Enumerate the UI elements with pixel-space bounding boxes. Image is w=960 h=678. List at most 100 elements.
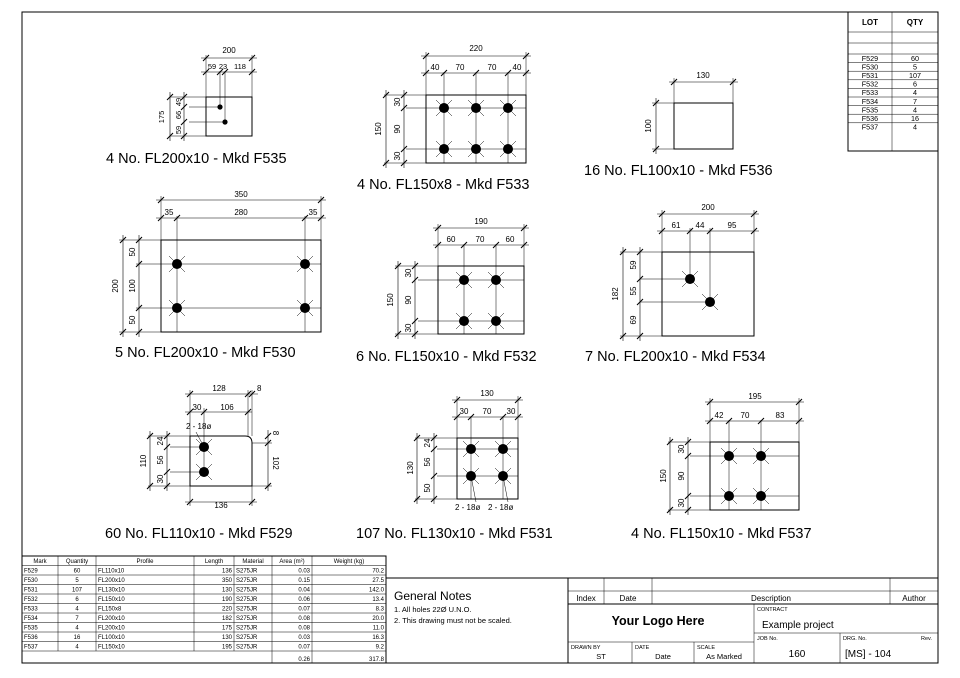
f529-dim-top-small: 8 bbox=[257, 384, 262, 393]
schedule-cell: 0.08 bbox=[298, 616, 310, 622]
qty-header: QTY bbox=[907, 18, 924, 27]
f535-dim-v3: 59 bbox=[174, 126, 183, 134]
f533-dim-h3: 70 bbox=[488, 63, 497, 72]
schedule-cell: 9.2 bbox=[376, 645, 385, 651]
plate-f531: 130 30 70 30 130 24 56 50 2 - 18ø 2 - 18… bbox=[356, 389, 553, 542]
schedule-cell: S275JR bbox=[236, 645, 258, 651]
schedule-cell: 0.06 bbox=[298, 597, 310, 603]
f533-dim-h4: 40 bbox=[513, 63, 522, 72]
f532-dim-v1: 30 bbox=[404, 268, 413, 277]
plate-f530: 350 35 280 35 200 50 100 50 5 No. FL200x… bbox=[111, 190, 326, 361]
schedule-cell: S275JR bbox=[236, 616, 258, 622]
schedule-cell: 0.03 bbox=[298, 569, 310, 575]
plate-f535: 200 59 23 118 175 49 66 59 4 No. FL200x1… bbox=[106, 46, 287, 167]
f529-dim-bottom: 136 bbox=[214, 501, 228, 510]
f537-dim-overall: 195 bbox=[748, 392, 762, 401]
schedule-cell: 0.15 bbox=[298, 578, 310, 584]
lot-cell: F530 bbox=[862, 62, 878, 71]
schedule-cell: 107 bbox=[72, 588, 83, 594]
f530-dim-v3: 50 bbox=[128, 315, 137, 324]
schedule-cell: S275JR bbox=[236, 607, 258, 613]
schedule-cell: 6 bbox=[75, 597, 79, 603]
tb-contract-label: CONTRACT bbox=[757, 607, 788, 613]
f534-title: 7 No. FL200x10 - Mkd F534 bbox=[585, 349, 766, 365]
qty-cell: 4 bbox=[913, 88, 917, 97]
lot-cell: F531 bbox=[862, 71, 878, 80]
tb-job-label: JOB No. bbox=[757, 636, 778, 642]
f532-dim-h1: 60 bbox=[447, 235, 456, 244]
schedule-cell: F533 bbox=[24, 607, 38, 613]
schedule-cell: S275JR bbox=[236, 578, 258, 584]
f529-dim-height: 110 bbox=[139, 454, 148, 467]
tb-drg-label: DRG. No. bbox=[843, 636, 867, 642]
tb-date: Date bbox=[620, 594, 637, 603]
f537-dim-h1: 42 bbox=[715, 411, 724, 420]
f532-dim-v2: 90 bbox=[404, 295, 413, 304]
f529-title: 60 No. FL110x10 - Mkd F529 bbox=[105, 526, 293, 542]
f531-dim-h3: 30 bbox=[507, 407, 516, 416]
schedule-cell: FL200x10 bbox=[98, 616, 125, 622]
plate-f536: 130 100 16 No. FL100x10 - Mkd F536 bbox=[584, 71, 773, 179]
schedule-cell: 7 bbox=[75, 616, 79, 622]
schedule-cell: S275JR bbox=[236, 635, 258, 641]
schedule-cell: F536 bbox=[24, 635, 38, 641]
schedule-cell: 0.07 bbox=[298, 607, 310, 613]
schedule-cell: 4 bbox=[75, 607, 79, 613]
f531-dim-height: 130 bbox=[406, 461, 415, 475]
f537-dim-v3: 30 bbox=[677, 498, 686, 507]
tb-date-value: Date bbox=[655, 652, 671, 661]
f533-dim-v3: 30 bbox=[393, 151, 402, 160]
tb-date-label: DATE bbox=[635, 645, 650, 651]
schedule-cell: 8.3 bbox=[376, 607, 385, 613]
f534-dim-v1: 59 bbox=[629, 260, 638, 269]
company-logo: Your Logo Here bbox=[612, 614, 705, 628]
f534-dim-v2: 55 bbox=[629, 286, 638, 295]
tb-rev-label: Rev. bbox=[921, 636, 932, 642]
schedule-cell: FL200x10 bbox=[98, 578, 125, 584]
qty-cell: 5 bbox=[913, 62, 917, 71]
schedule-cell: F537 bbox=[24, 645, 38, 651]
tb-drawn-value: ST bbox=[596, 652, 606, 661]
schedule-cell: FL200x10 bbox=[98, 626, 125, 632]
f536-dim-height: 100 bbox=[644, 119, 653, 133]
f531-dim-overall: 130 bbox=[480, 389, 494, 398]
notes-title: General Notes bbox=[394, 589, 471, 603]
tb-drawn-label: DRAWN BY bbox=[571, 645, 601, 651]
tb-drg-value: [MS] - 104 bbox=[845, 649, 892, 660]
f535-dim-h3: 118 bbox=[234, 62, 246, 71]
f530-dim-v1: 50 bbox=[128, 247, 137, 256]
schedule-cell: S275JR bbox=[236, 588, 258, 594]
schedule-header: Material bbox=[242, 559, 263, 565]
f529-dim-h1: 30 bbox=[193, 403, 202, 412]
schedule-cell: FL110x10 bbox=[98, 569, 125, 575]
tb-author: Author bbox=[902, 594, 926, 603]
tb-scale-value: As Marked bbox=[706, 652, 742, 661]
f531-dim-v2: 56 bbox=[423, 457, 432, 466]
lot-cell: F536 bbox=[862, 114, 878, 123]
f531-dim-h2: 70 bbox=[483, 407, 492, 416]
lot-cell: F537 bbox=[862, 123, 878, 132]
f537-dim-v1: 30 bbox=[677, 444, 686, 453]
f529-dim-right: 102 bbox=[271, 456, 280, 470]
f536-dim-overall: 130 bbox=[696, 71, 710, 80]
f535-dim-v1: 49 bbox=[174, 98, 183, 106]
tb-job-value: 160 bbox=[789, 649, 806, 660]
plate-f534: 200 61 44 95 182 59 55 69 7 No. FL200x10… bbox=[585, 203, 766, 365]
f532-dim-h3: 60 bbox=[506, 235, 515, 244]
lot-header: LOT bbox=[862, 18, 878, 27]
schedule-cell: 16 bbox=[74, 635, 81, 641]
f529-dim-v2: 56 bbox=[156, 455, 165, 464]
schedule-header: Quantity bbox=[66, 559, 88, 565]
f533-dim-v2: 90 bbox=[393, 124, 402, 133]
f529-hole-note: 2 - 18ø bbox=[186, 422, 211, 431]
plate-f537: 195 42 70 83 150 30 90 30 4 No. FL150x10… bbox=[631, 392, 812, 542]
f535-dim-height: 175 bbox=[157, 111, 166, 124]
f530-dim-h3: 35 bbox=[309, 208, 318, 217]
f537-dim-height: 150 bbox=[659, 469, 668, 483]
f532-dim-h2: 70 bbox=[476, 235, 485, 244]
schedule-header: Profile bbox=[136, 559, 154, 565]
schedule-cell: 130 bbox=[222, 635, 233, 641]
f532-title: 6 No. FL150x10 - Mkd F532 bbox=[356, 349, 537, 365]
plate-f532: 190 60 70 60 150 30 90 30 6 No. FL150x10… bbox=[356, 217, 537, 365]
lot-cell: F532 bbox=[862, 80, 878, 89]
